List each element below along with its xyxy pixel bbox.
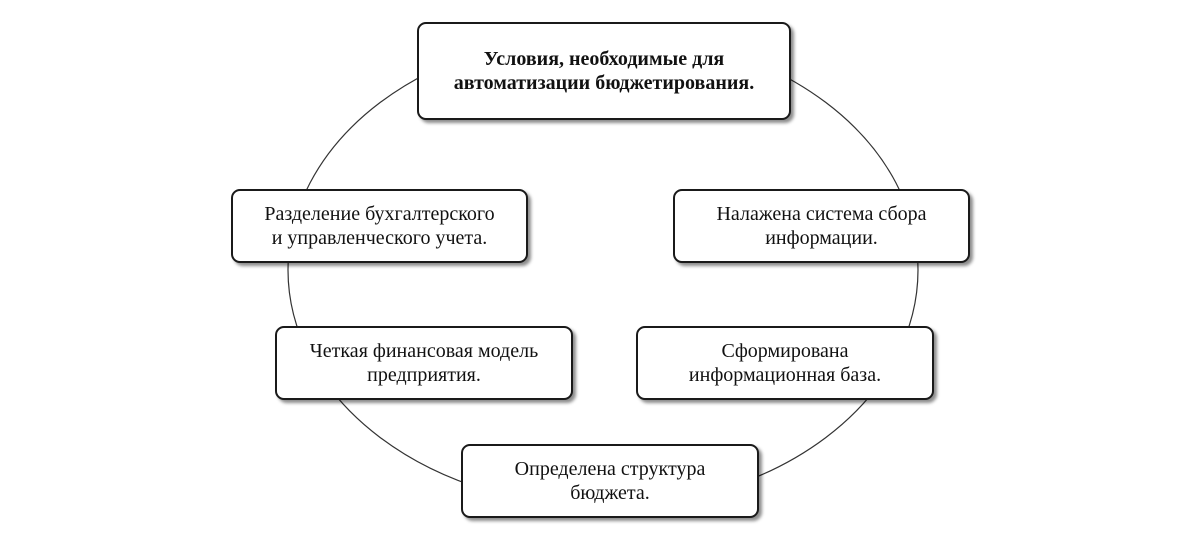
node-line: предприятия. (367, 364, 481, 386)
node-line: бюджета. (570, 482, 650, 504)
node-line: Условия, необходимые для (483, 48, 725, 70)
node-financial-model: Четкая финансовая модель предприятия. (275, 326, 573, 400)
node-line: информации. (765, 227, 878, 249)
node-automation-conditions: Условия, необходимые для автоматизации б… (417, 22, 791, 120)
node-budget-structure: Определена структура бюджета. (461, 444, 759, 518)
node-line: Четкая финансовая модель (309, 340, 539, 362)
node-line: Определена структура (514, 458, 706, 480)
node-info-base: Сформирована информационная база. (636, 326, 934, 400)
node-line: Сформирована (721, 340, 849, 362)
node-info-collection: Налажена система сбора информации. (673, 189, 970, 263)
node-line: информационная база. (688, 364, 882, 386)
node-accounting-separation: Разделение бухгалтерского и управленческ… (231, 189, 528, 263)
node-line: и управленческого учета. (271, 227, 488, 249)
node-line: автоматизации бюджетирования. (453, 72, 755, 94)
node-line: Разделение бухгалтерского (264, 203, 495, 225)
node-line: Налажена система сбора (716, 203, 927, 225)
